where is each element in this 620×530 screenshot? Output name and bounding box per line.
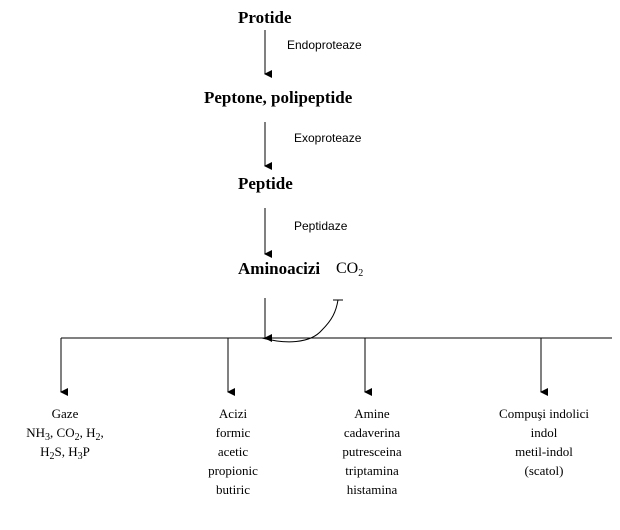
node-protide: Protide (238, 8, 292, 27)
product-acizi: Acizi formic acetic propionic butiric (168, 404, 298, 499)
node-aminoacizi: Aminoacizi (238, 259, 321, 278)
amine-title: Amine (354, 406, 390, 421)
indolici-title: Compuşi indolici (499, 406, 589, 421)
gaze-title: Gaze (51, 406, 79, 421)
label-exoproteaze: Exoproteaze (294, 131, 362, 145)
amine-item: histamina (346, 482, 398, 497)
node-peptone: Peptone, polipeptide (204, 88, 353, 107)
indolici-item: (scatol) (524, 463, 564, 478)
co2-release-curve (261, 299, 339, 343)
label-peptidaze: Peptidaze (294, 219, 348, 233)
acizi-item: propionic (208, 463, 258, 478)
product-indolici: Compuşi indolici indol metil-indol (scat… (474, 404, 614, 480)
acizi-item: butiric (216, 482, 250, 497)
gaze-line2: H2S, H3P (40, 444, 90, 462)
label-endoproteaze: Endoproteaze (287, 38, 362, 52)
acizi-item: formic (215, 425, 251, 440)
node-peptide: Peptide (238, 174, 293, 193)
amine-item: cadaverina (343, 425, 401, 440)
co2-base: CO (336, 260, 359, 277)
amine-item: triptamina (345, 463, 399, 478)
acizi-item: acetic (217, 444, 249, 459)
amine-item: putresceina (342, 444, 402, 459)
acizi-title: Acizi (218, 406, 248, 421)
indolici-item: indol (530, 425, 558, 440)
product-gaze: Gaze NH3, CO2, H2, H2S, H3P (0, 404, 130, 462)
indolici-item: metil-indol (515, 444, 573, 459)
product-amine: Amine cadaverina putresceina triptamina … (307, 404, 437, 499)
gaze-line1: NH3, CO2, H2, (26, 425, 104, 443)
co2-sub: 2 (358, 268, 364, 279)
node-co2: CO2 (336, 260, 364, 279)
